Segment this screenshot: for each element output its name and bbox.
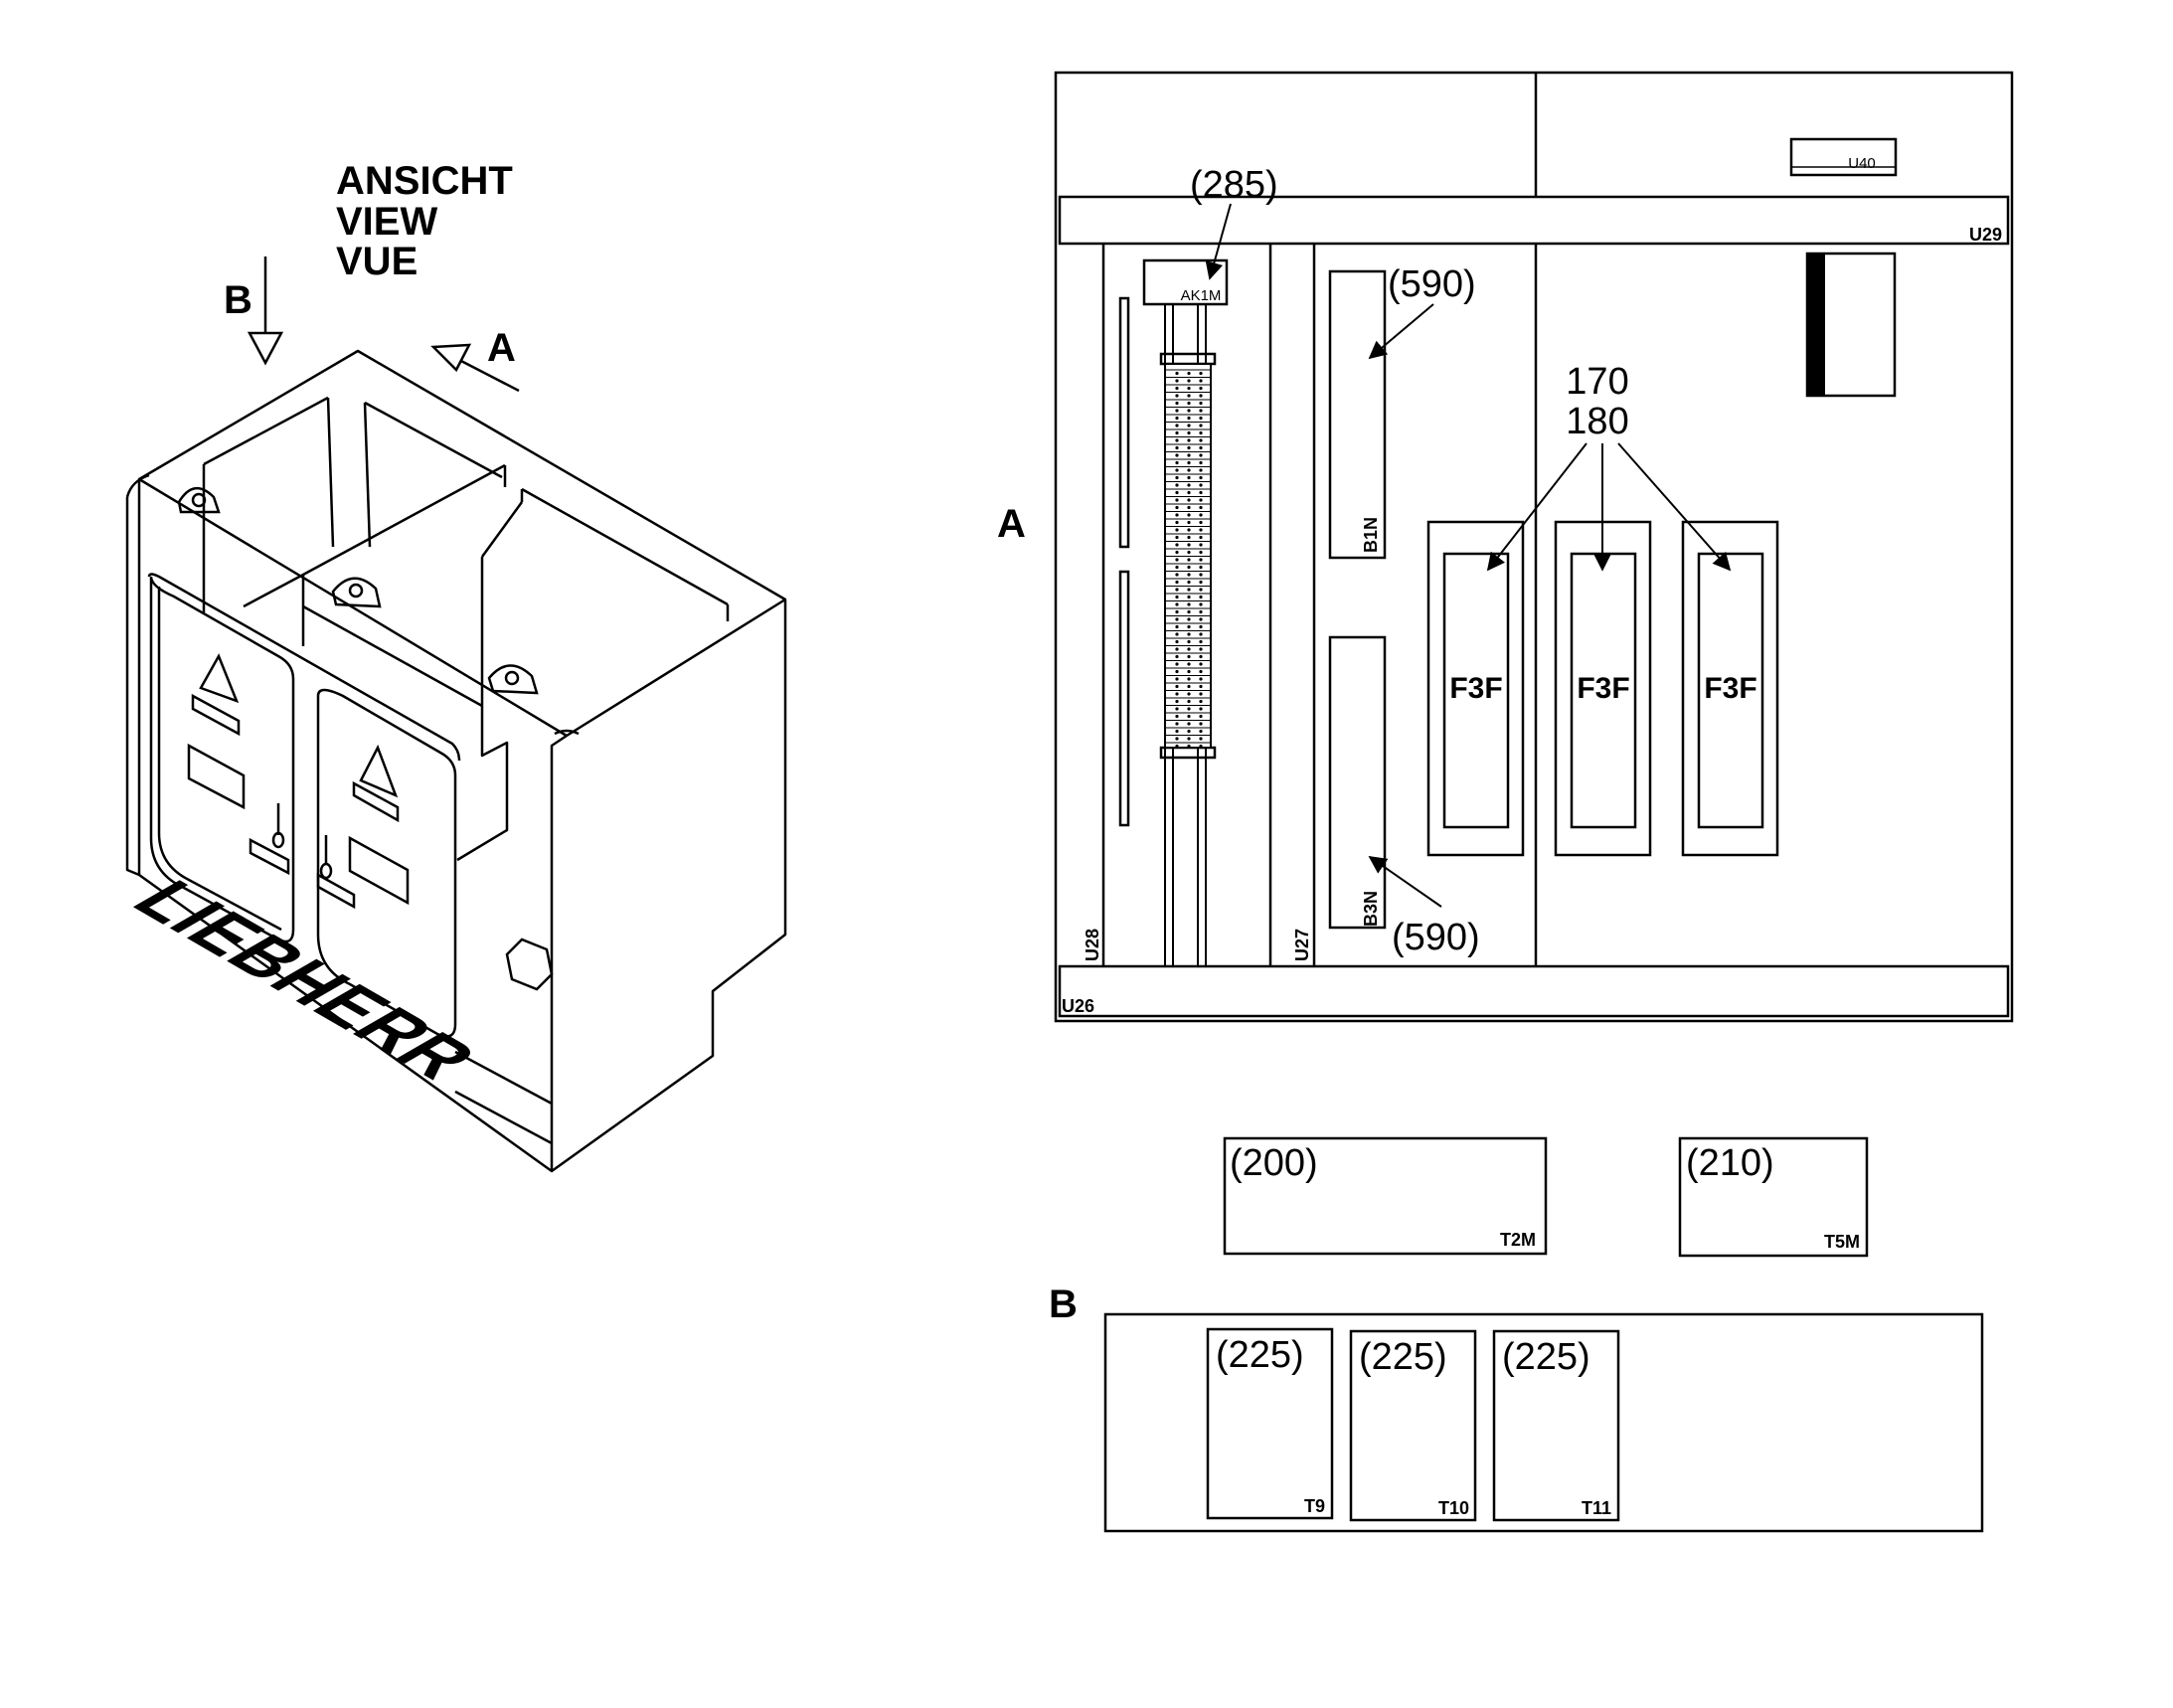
- leader-590-b3n: [1368, 855, 1442, 908]
- module-u28-label: U28: [1083, 929, 1102, 961]
- transformer-t10: (225) T10: [1349, 1329, 1477, 1522]
- module-u40: U40: [1789, 137, 1898, 177]
- leader-285: [1205, 203, 1232, 280]
- callout-180: 180: [1566, 401, 1628, 442]
- leader-fuse-3: [1617, 442, 1732, 572]
- fuse-f3f-1: F3F: [1426, 520, 1525, 857]
- t2m-code: T2M: [1500, 1230, 1536, 1250]
- lifting-eye-3: [487, 664, 539, 695]
- liebherr-brand-lettering: LIEBHERR: [114, 870, 496, 1091]
- svg-text:F3F: F3F: [1449, 672, 1502, 705]
- view-title-view: VIEW: [336, 200, 437, 244]
- cabinet-isometric: ANSICHT VIEW VUE B A: [114, 159, 787, 1173]
- warning-triangle-icon: [199, 653, 240, 704]
- component-t5m: (210) T5M: [1678, 1136, 1869, 1258]
- door-handle-left: [249, 803, 290, 876]
- transformer-t11: (225) T11: [1492, 1329, 1620, 1522]
- view-title-vue: VUE: [336, 240, 418, 283]
- indicator-block: [1805, 252, 1897, 398]
- svg-text:T9: T9: [1304, 1496, 1325, 1516]
- svg-text:F3F: F3F: [1704, 672, 1756, 705]
- component-t2m: (200) T2M: [1223, 1136, 1548, 1256]
- svg-text:(225): (225): [1359, 1336, 1447, 1378]
- module-u26-label: U26: [1062, 996, 1094, 1016]
- callout-170: 170: [1566, 361, 1628, 403]
- svg-text:T11: T11: [1582, 1498, 1611, 1518]
- module-u27-label: U27: [1292, 929, 1312, 961]
- lifting-eye-2: [331, 577, 382, 608]
- view-direction-b-label: B: [224, 278, 252, 322]
- view-direction-a-arrow: [430, 343, 520, 393]
- svg-text:B1N: B1N: [1361, 517, 1381, 553]
- callout-210: (210): [1686, 1142, 1774, 1184]
- view-a-label: A: [997, 502, 1026, 546]
- door-handle-right: [316, 835, 356, 910]
- din-rail-u28: [1118, 296, 1130, 827]
- callout-590-b3n: (590): [1392, 917, 1480, 958]
- svg-text:(225): (225): [1502, 1336, 1590, 1378]
- fuse-f3f-2: F3F: [1554, 520, 1652, 857]
- svg-text:AK1M: AK1M: [1181, 287, 1222, 304]
- component-b1n: B1N: [1328, 269, 1387, 560]
- t5m-code: T5M: [1824, 1232, 1860, 1252]
- view-b-panel: B (225) T9 (225) T10 (225) T11: [1049, 1282, 1984, 1533]
- leader-590-b1n: [1368, 303, 1434, 360]
- svg-text:F3F: F3F: [1577, 672, 1629, 705]
- cabinet-door-left: [149, 576, 295, 943]
- view-title-ansicht: ANSICHT: [336, 159, 513, 203]
- view-b-label: B: [1049, 1282, 1078, 1326]
- svg-text:T10: T10: [1438, 1498, 1469, 1518]
- module-u29-label: U29: [1969, 225, 2002, 245]
- view-direction-b-arrow: [247, 256, 284, 366]
- cabinet-door-right: [147, 573, 461, 1038]
- leader-fuse-1: [1486, 442, 1588, 572]
- svg-text:U40: U40: [1848, 155, 1876, 172]
- side-access-plate: [505, 938, 554, 991]
- svg-text:(225): (225): [1216, 1334, 1304, 1376]
- callout-200: (200): [1230, 1142, 1318, 1184]
- lifting-eye-1: [177, 487, 221, 514]
- view-direction-a-label: A: [487, 326, 516, 370]
- transformer-t9: (225) T9: [1206, 1327, 1334, 1520]
- callout-590-b1n: (590): [1388, 263, 1476, 305]
- fuse-f3f-3: F3F: [1681, 520, 1779, 857]
- terminal-block-ak1m: AK1M: [1142, 258, 1229, 966]
- cabinet-outline: [137, 349, 787, 1173]
- callout-285: (285): [1190, 164, 1278, 206]
- component-b3n: B3N: [1328, 635, 1387, 930]
- svg-text:B3N: B3N: [1361, 891, 1381, 927]
- view-a-panel: A U40 U29 U28 AK1M: [997, 71, 2014, 1023]
- warning-triangle-icon: [359, 744, 399, 798]
